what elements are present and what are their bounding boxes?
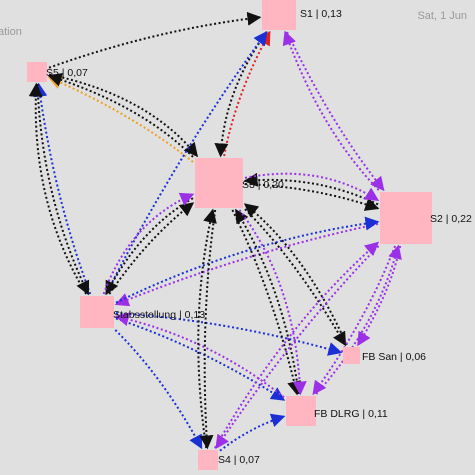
- edge-s1-to-s3: [214, 31, 268, 158]
- node-label: FB San | 0,06: [362, 351, 426, 363]
- edge-s3-to-s5: [47, 72, 194, 158]
- node-label: Stabsstellung | 0,13: [113, 309, 205, 321]
- edge-s4-to-s2: [214, 241, 380, 449]
- truncated-title: ation: [0, 26, 22, 38]
- node-box[interactable]: [80, 296, 114, 328]
- edge-sa-to-s3: [102, 192, 195, 295]
- edge-s3-to-s4: [199, 209, 217, 450]
- edge-fbsan-to-s3: [243, 203, 348, 346]
- node-box[interactable]: [198, 450, 218, 470]
- edge-s2-to-sa: [114, 222, 379, 307]
- node-label: S3 | 0,20: [242, 179, 284, 191]
- node-fbsan[interactable]: FB San | 0,06: [343, 347, 426, 364]
- node-fbdlrg[interactable]: FB DLRG | 0,11: [286, 396, 388, 426]
- edge-s5-to-sa: [36, 83, 90, 296]
- node-s2[interactable]: S2 | 0,22: [380, 192, 472, 244]
- edge-s3-to-s5: [47, 76, 194, 163]
- edge-s3-to-fbdlrg: [231, 209, 301, 396]
- edge-s3-to-s2: [244, 172, 380, 202]
- edge-sa-to-s3: [108, 202, 195, 295]
- edge-s3-to-s2: [244, 183, 380, 211]
- edge-sa-to-s5: [28, 82, 87, 295]
- node-box[interactable]: [343, 347, 360, 364]
- node-label: S1 | 0,13: [300, 8, 342, 20]
- node-box[interactable]: [380, 192, 432, 244]
- edge-s3-to-fbsan: [244, 208, 347, 347]
- edge-s1-to-s2: [286, 31, 385, 192]
- node-sa[interactable]: Stabsstellung | 0,13: [80, 296, 205, 328]
- node-label: FB DLRG | 0,11: [314, 408, 388, 420]
- edge-s4-to-s3: [197, 208, 217, 449]
- node-box[interactable]: [195, 158, 243, 208]
- edge-s2-to-s1: [282, 30, 380, 191]
- edge-s3-to-fbdlrg: [238, 209, 307, 396]
- node-s1[interactable]: S1 | 0,13: [262, 0, 342, 30]
- date-label: Sat, 1 Jun: [417, 10, 467, 22]
- edge-s2-to-fbsan: [357, 245, 402, 347]
- node-s4[interactable]: S4 | 0,07: [198, 450, 260, 470]
- edge-sa-to-fbsan: [115, 312, 343, 356]
- nodes-layer: S1 | 0,13 S5 | 0,07 S3 | 0,20 S2 | 0,22Stab…: [27, 0, 472, 470]
- node-box[interactable]: [286, 396, 316, 426]
- node-s5[interactable]: S5 | 0,07: [27, 62, 88, 82]
- node-label: S5 | 0,07: [46, 67, 88, 79]
- edge-s5-to-s1: [48, 11, 262, 69]
- edge-fbdlrg-to-s2: [315, 244, 402, 395]
- edge-s3-to-s1: [223, 30, 271, 157]
- edge-s3-to-sa: [105, 197, 194, 296]
- edge-sa-to-s5: [33, 82, 92, 295]
- node-box[interactable]: [27, 62, 47, 82]
- edges-layer: [28, 11, 402, 452]
- edge-sa-to-s2: [115, 216, 380, 304]
- node-label: S4 | 0,07: [218, 454, 260, 466]
- node-s3[interactable]: S3 | 0,20: [195, 158, 284, 208]
- edge-s4-to-fbdlrg: [219, 413, 286, 452]
- edge-s5-to-s3: [48, 73, 199, 158]
- node-box[interactable]: [262, 0, 296, 30]
- edge-s2-to-fbdlrg: [312, 245, 397, 396]
- node-label: S2 | 0,22: [430, 213, 472, 225]
- edge-sa-to-s1: [105, 30, 268, 295]
